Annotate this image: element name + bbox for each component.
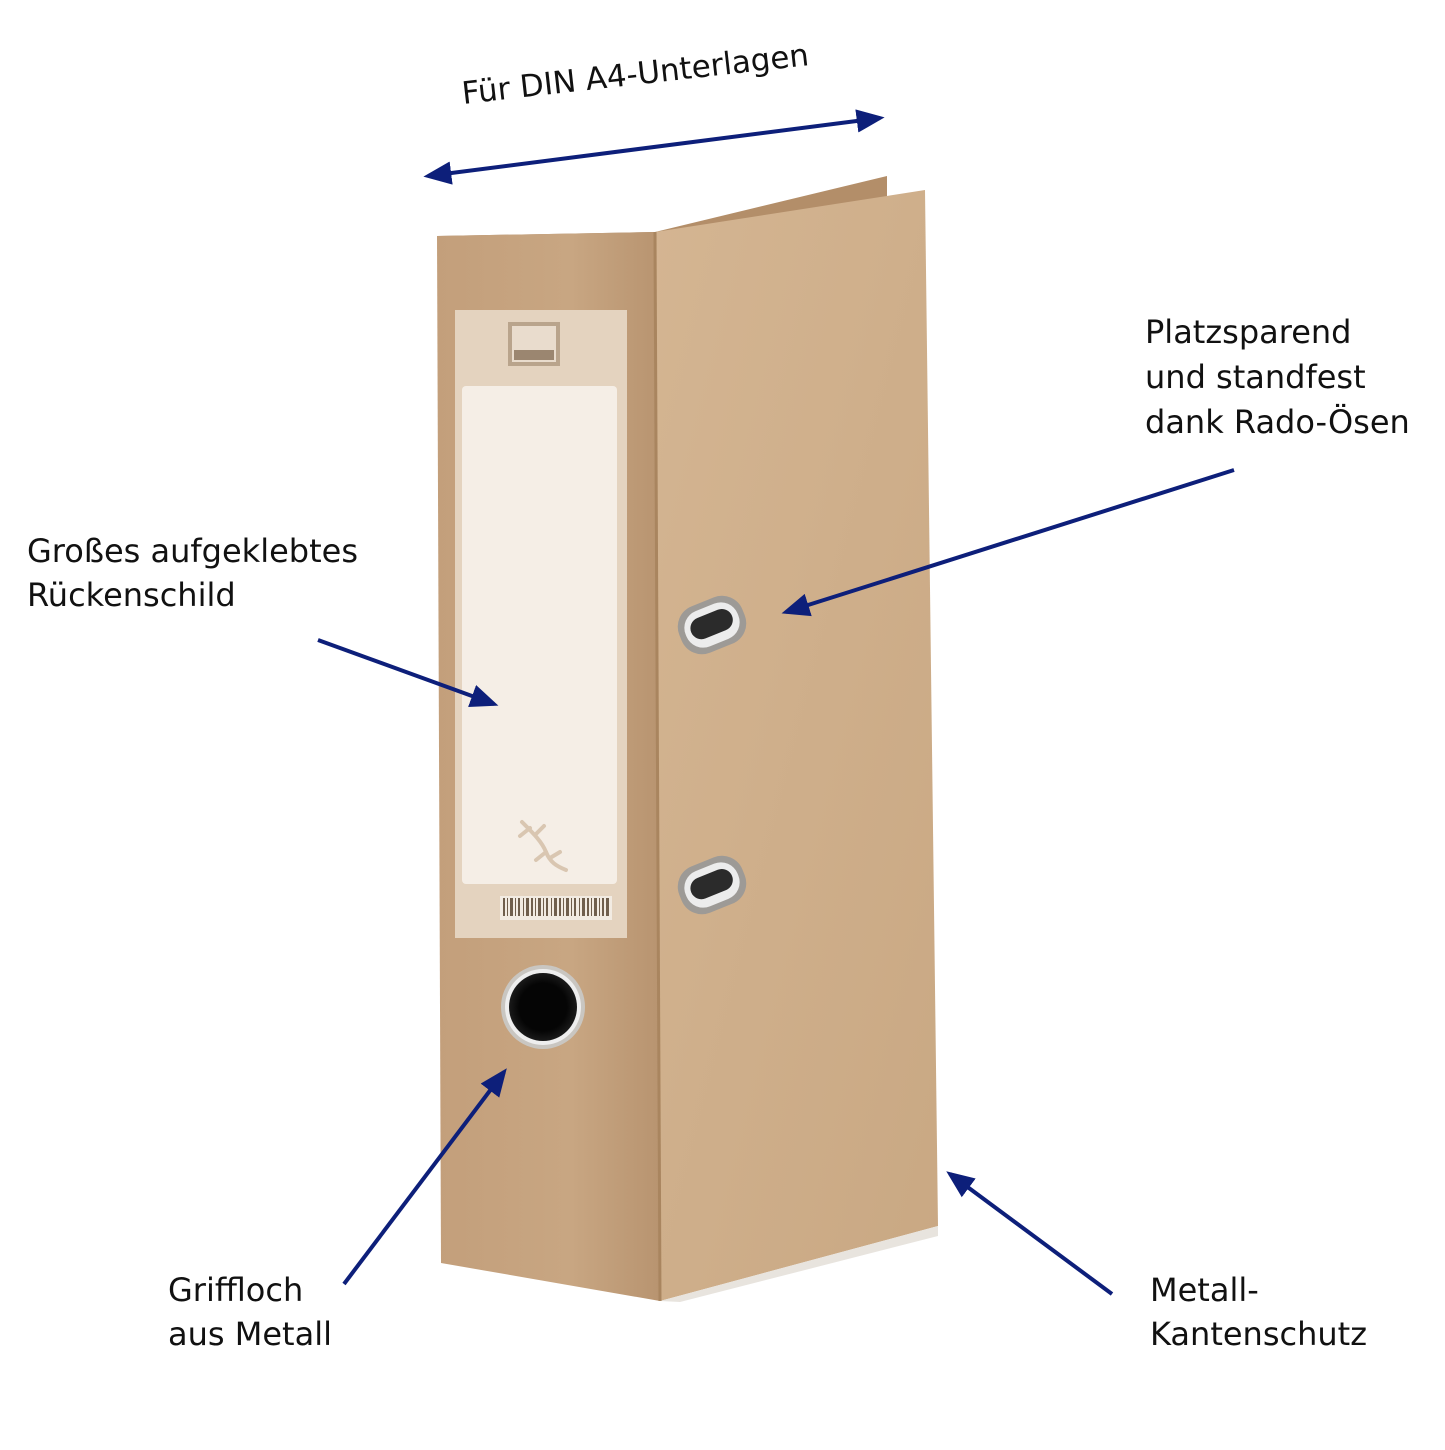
annotation-edge-protection: Metall- Kantenschutz xyxy=(1150,1268,1367,1356)
annotation-line: Metall- xyxy=(1150,1271,1259,1309)
double-arrow-icon xyxy=(423,109,885,185)
annotation-line: Platzsparend xyxy=(1145,313,1352,351)
gecko-icon xyxy=(518,820,568,872)
annotation-line: aus Metall xyxy=(168,1315,332,1353)
spine-fold xyxy=(653,231,662,1302)
oxford-logo-icon xyxy=(508,322,560,366)
spine-label-white xyxy=(462,386,617,884)
annotation-line: Großes aufgeklebtes xyxy=(27,532,358,570)
annotation-line: dank Rado-Ösen xyxy=(1145,403,1410,441)
metal-edge xyxy=(660,1226,938,1302)
annotation-line: Kantenschutz xyxy=(1150,1315,1367,1353)
barcode-icon xyxy=(500,896,612,920)
arrow-icon xyxy=(317,638,499,707)
finger-hole xyxy=(501,965,585,1049)
annotation-line: Rückenschild xyxy=(27,576,236,614)
arrow-icon xyxy=(946,1171,1114,1296)
eyelet-bottom xyxy=(677,855,747,915)
annotation-finger-hole: Griffloch aus Metall xyxy=(168,1268,332,1356)
arrow-icon xyxy=(342,1068,507,1286)
front-cover xyxy=(655,190,938,1301)
annotation-line: und standfest xyxy=(1145,358,1366,396)
annotation-rado-eyelets: Platzsparend und standfest dank Rado-Öse… xyxy=(1145,310,1410,445)
annotation-spine-label: Großes aufgeklebtes Rückenschild xyxy=(27,529,358,617)
eyelet-top xyxy=(677,595,747,655)
annotation-line: Griffloch xyxy=(168,1271,304,1309)
arrow-icon xyxy=(781,468,1235,617)
